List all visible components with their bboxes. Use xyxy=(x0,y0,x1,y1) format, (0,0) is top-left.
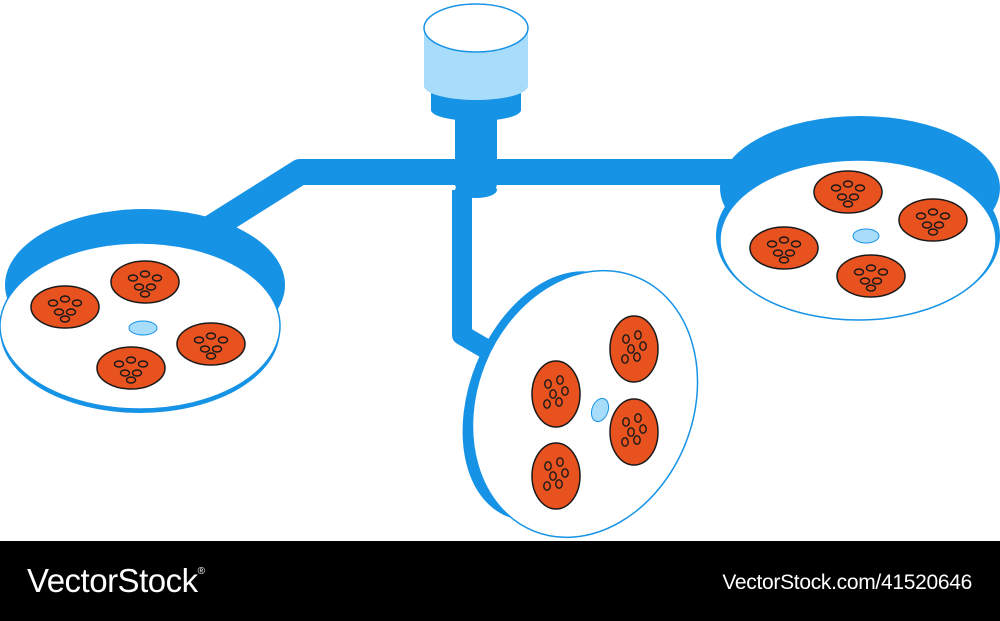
ceiling-mount xyxy=(423,3,529,198)
lamp-head-left xyxy=(0,209,285,413)
stock-image-id: VectorStock.com/41520646 xyxy=(722,571,972,594)
registered-mark: ® xyxy=(197,566,205,577)
watermark-footer: VectorStock® VectorStock.com/41520646 xyxy=(0,541,1000,621)
brand-text: VectorStock xyxy=(27,562,198,599)
lamp-head-right xyxy=(716,116,1000,321)
lamp-arms xyxy=(193,159,780,369)
surgical-lamp-illustration xyxy=(0,3,1000,539)
lamp-head-center xyxy=(462,269,699,539)
vectorstock-logo: VectorStock® xyxy=(27,562,205,600)
